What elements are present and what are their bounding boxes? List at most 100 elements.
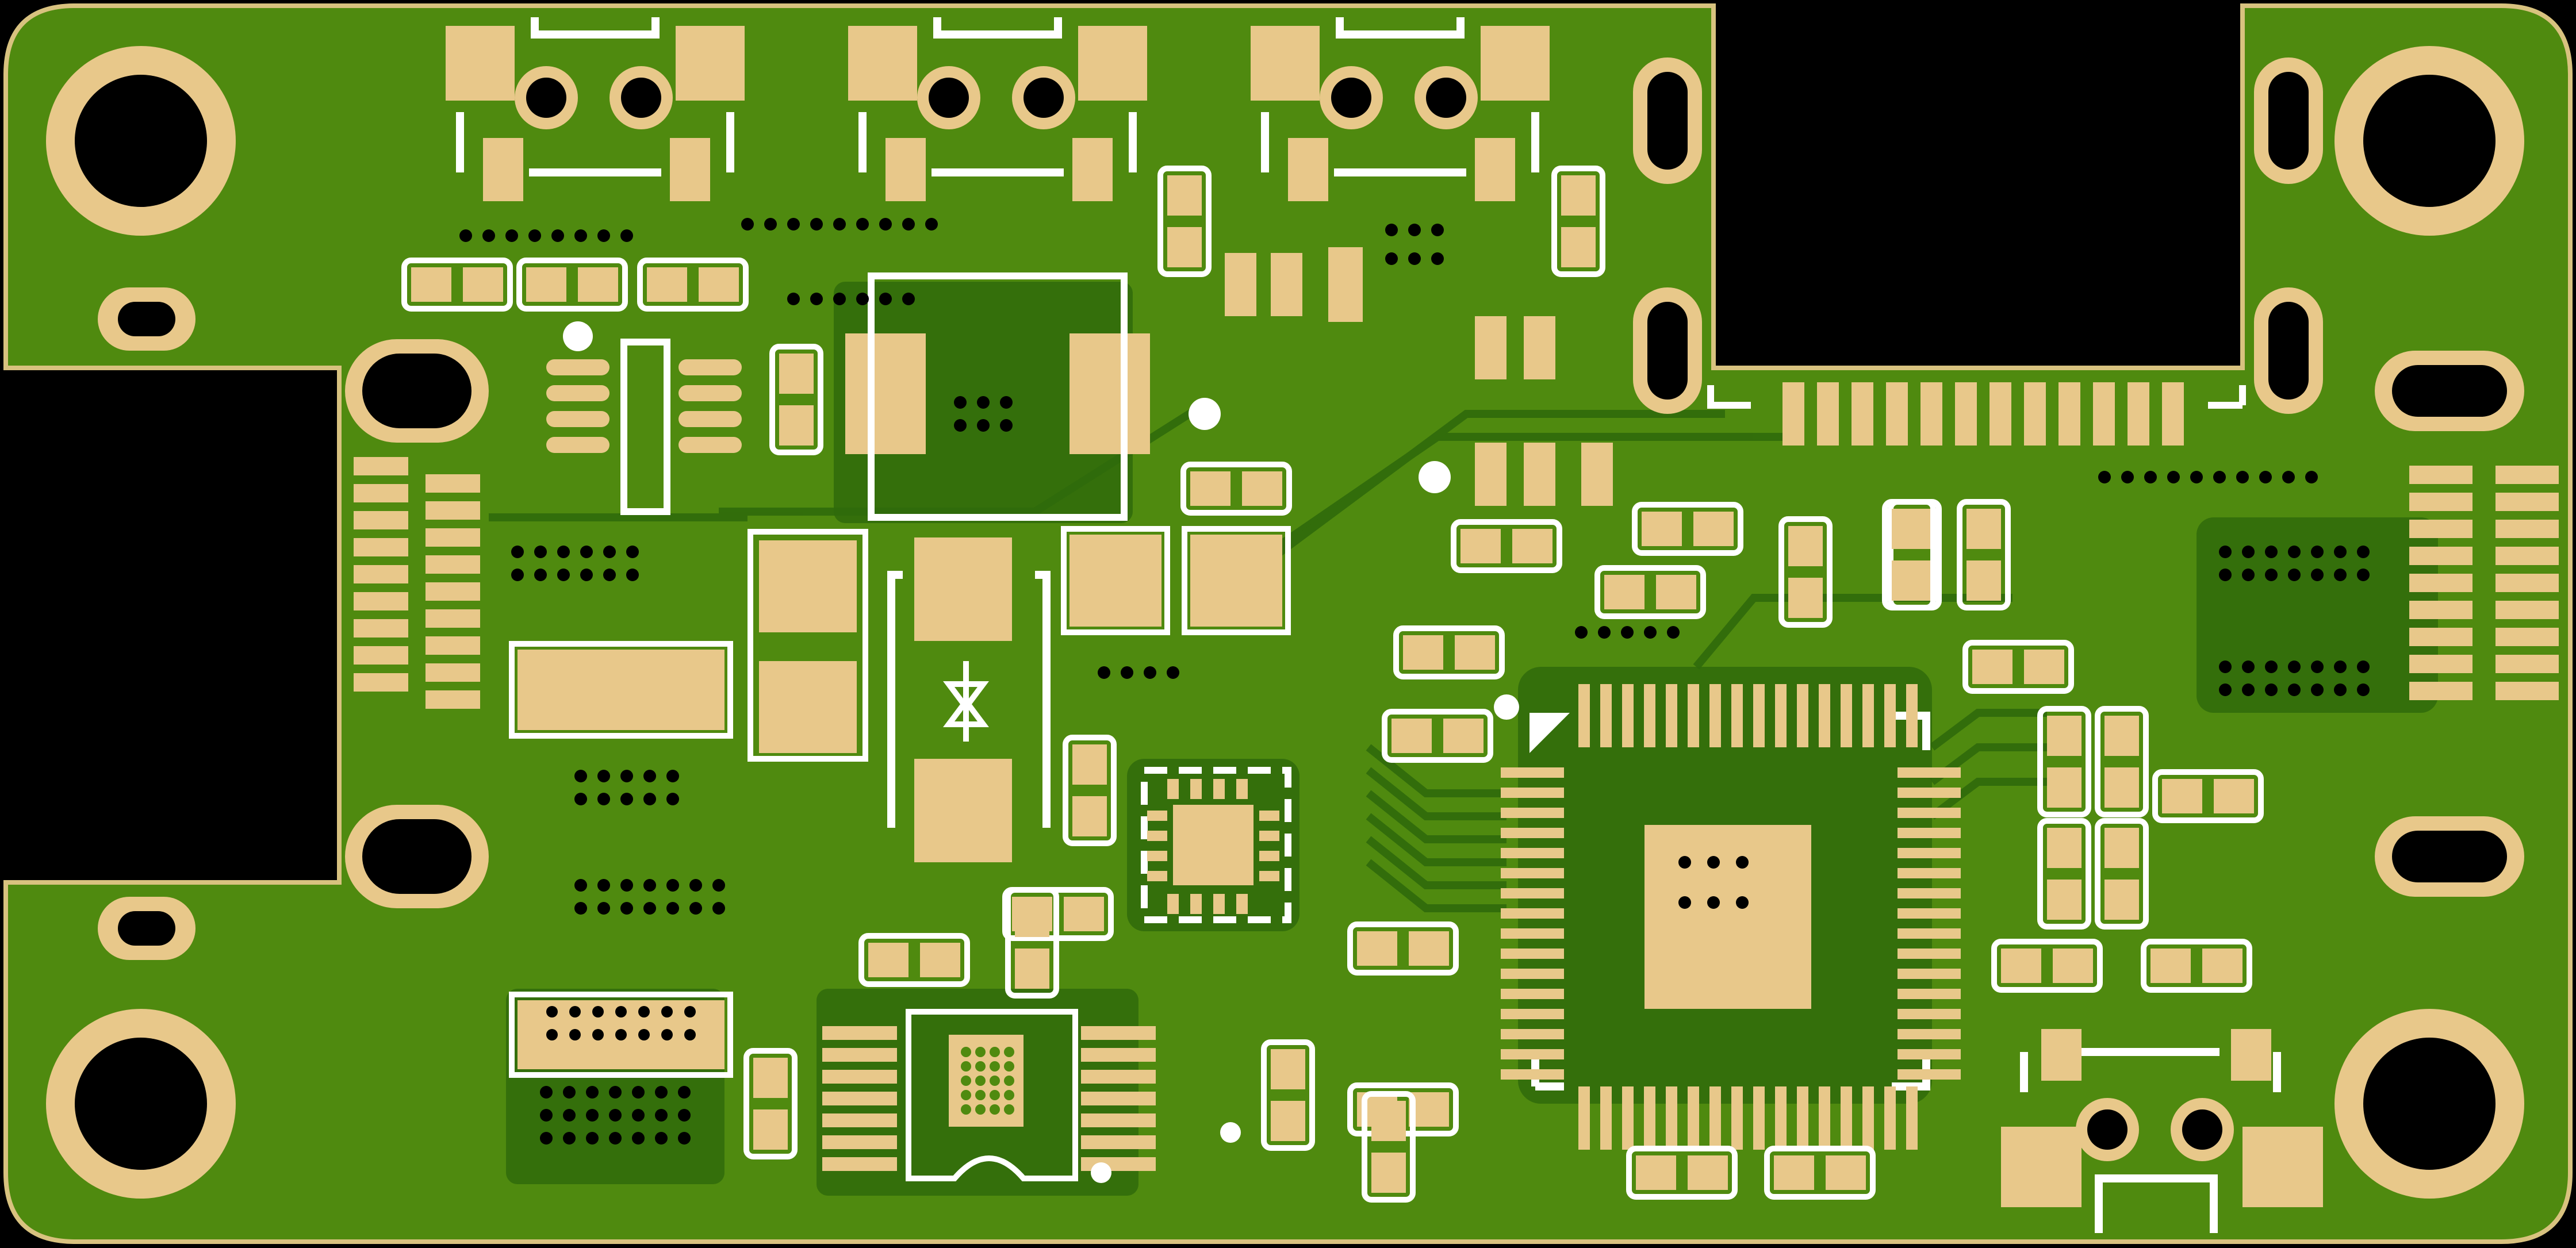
mcu-pin (1501, 1009, 1564, 1019)
mcu-pin (1644, 684, 1655, 747)
mcu-pin (1841, 684, 1852, 747)
via (569, 1029, 581, 1040)
passive-component (1778, 516, 1833, 628)
mcu-pin (1501, 969, 1564, 979)
qfn-pin (1147, 811, 1167, 821)
via (540, 1086, 553, 1099)
header-pad (354, 619, 408, 638)
via (592, 1006, 604, 1017)
bga-ball (990, 1090, 1000, 1100)
via (684, 1006, 696, 1017)
mcu-pin (1753, 684, 1765, 747)
header-pad (2409, 628, 2472, 646)
via (569, 1006, 581, 1017)
via (574, 770, 587, 782)
header-pad (2409, 547, 2472, 565)
qfn-16 (1141, 767, 1291, 923)
soic-pin (546, 411, 610, 427)
via (1598, 626, 1611, 639)
header-pad (354, 484, 408, 502)
via (620, 793, 633, 805)
header-pad (425, 690, 480, 709)
via (459, 229, 472, 242)
via (977, 396, 990, 409)
via (574, 879, 587, 892)
header-pad (1920, 382, 1942, 446)
header-pad (2496, 520, 2559, 538)
via (1575, 626, 1588, 639)
via (1678, 896, 1691, 909)
via (626, 546, 639, 558)
via (2357, 661, 2370, 673)
via (856, 293, 869, 305)
via (2242, 569, 2255, 581)
bga-ball (975, 1090, 986, 1100)
via (684, 1029, 696, 1040)
via (712, 879, 725, 892)
passive-component (743, 1048, 798, 1159)
sot-pin (1524, 443, 1555, 506)
soic-pin (678, 385, 742, 401)
passive-component (1626, 1146, 1738, 1200)
mcu-pin (1897, 908, 1961, 919)
header-pad (2496, 493, 2559, 511)
sot-pin (1328, 247, 1363, 322)
sot-pin (1225, 253, 1256, 316)
sot-pin (1524, 316, 1555, 379)
mounting-hole-top-right (2334, 46, 2524, 236)
bga-ball (990, 1104, 1000, 1115)
mcu-pin (1501, 908, 1564, 919)
passive-component (637, 258, 749, 312)
via (833, 293, 846, 305)
mcu-pin (1688, 684, 1699, 747)
mcu-pin (1897, 989, 1961, 999)
sop-pin (1081, 1113, 1156, 1127)
mcu-pin (1644, 1086, 1655, 1150)
bga-ball (990, 1061, 1000, 1072)
via (643, 793, 656, 805)
via (643, 902, 656, 915)
via (563, 1132, 576, 1145)
passive-component (1180, 462, 1292, 516)
via (1431, 252, 1444, 265)
header-pad (1989, 382, 2011, 446)
sop-pin (822, 1092, 897, 1105)
bga-ball (961, 1076, 971, 1086)
via (2265, 683, 2278, 696)
via (546, 1006, 558, 1017)
via (879, 293, 892, 305)
passive-component (2037, 818, 2091, 930)
passive-component (401, 258, 513, 312)
via (1678, 856, 1691, 869)
via (1000, 419, 1013, 432)
tact-switches (446, 17, 1550, 201)
via (603, 546, 616, 558)
via (977, 419, 990, 432)
header-pad (425, 501, 480, 520)
bga-small (906, 1009, 1078, 1181)
sop-pin (822, 1113, 897, 1127)
passive-component (1362, 1091, 1416, 1203)
passive-component (858, 933, 970, 987)
via (615, 1029, 627, 1040)
mcu-pin (1666, 1086, 1677, 1150)
mounting-hole-bottom-right (2334, 1009, 2524, 1199)
qfn-pin (1259, 811, 1279, 821)
qfn-pin (1190, 894, 1202, 914)
power-section (747, 272, 1291, 862)
via (661, 1006, 673, 1017)
header-pad (2409, 466, 2472, 484)
passive-component (1882, 499, 1936, 610)
via (1736, 896, 1749, 909)
header-pad (2093, 382, 2115, 446)
header-pad (425, 555, 480, 574)
via (689, 902, 702, 915)
via (1408, 224, 1421, 236)
mcu-pin (1819, 1086, 1830, 1150)
via (2334, 661, 2347, 673)
mcu-pin (1775, 1086, 1787, 1150)
bga-ball (975, 1047, 986, 1057)
via (2357, 683, 2370, 696)
header-pad (1851, 382, 1873, 446)
